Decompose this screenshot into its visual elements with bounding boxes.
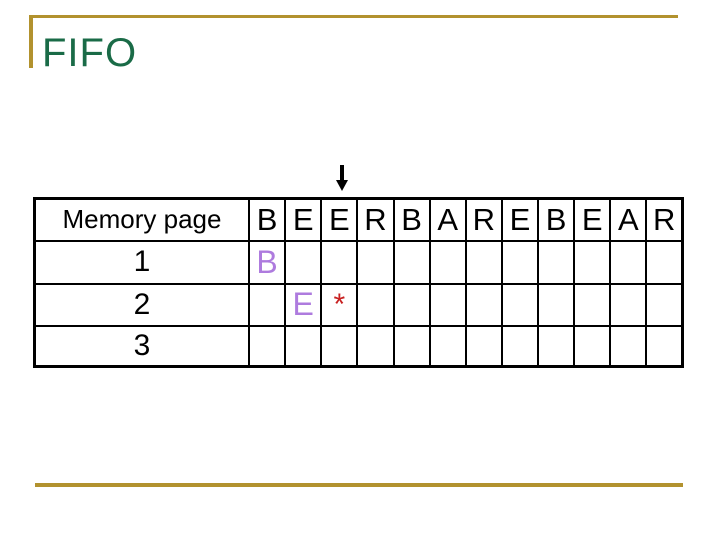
memory-cell: E <box>284 282 323 328</box>
memory-cell <box>573 325 612 368</box>
memory-cell <box>428 239 467 285</box>
reference-cell: R <box>645 197 684 242</box>
memory-cell <box>645 325 684 368</box>
reference-cell: A <box>428 197 467 242</box>
table-corner-label: Memory page <box>33 197 250 242</box>
reference-cell: E <box>320 197 359 242</box>
memory-cell <box>247 325 287 368</box>
memory-cell <box>392 282 431 328</box>
memory-cell <box>284 239 323 285</box>
memory-cell <box>609 282 648 328</box>
memory-cell <box>536 282 576 328</box>
memory-cell <box>428 282 467 328</box>
reference-cell: R <box>356 197 395 242</box>
memory-cell <box>464 239 503 285</box>
footer-accent-line <box>35 483 683 487</box>
memory-cell <box>284 325 323 368</box>
memory-cell <box>320 325 359 368</box>
fifo-table: Memory page B E E R B A R E B E A R 1 B <box>33 197 684 368</box>
table-row-frame-1: 1 B <box>33 239 684 285</box>
memory-cell <box>356 325 395 368</box>
memory-cell <box>392 239 431 285</box>
memory-cell <box>464 325 503 368</box>
memory-cell <box>356 239 395 285</box>
row-label: 1 <box>33 239 250 285</box>
memory-cell <box>536 325 576 368</box>
reference-cell: E <box>284 197 323 242</box>
memory-cell <box>645 239 684 285</box>
table-header-row: Memory page B E E R B A R E B E A R <box>33 197 684 242</box>
reference-cell: E <box>500 197 540 242</box>
reference-cell: B <box>392 197 431 242</box>
memory-cell <box>609 239 648 285</box>
row-label: 2 <box>33 282 250 328</box>
memory-cell <box>645 282 684 328</box>
top-accent-line <box>30 15 678 18</box>
memory-cell <box>609 325 648 368</box>
memory-cell <box>464 282 503 328</box>
memory-cell <box>500 239 540 285</box>
reference-cell: B <box>536 197 576 242</box>
page-title: FIFO <box>42 31 138 75</box>
memory-cell <box>573 282 612 328</box>
reference-cell: A <box>609 197 648 242</box>
memory-cell <box>356 282 395 328</box>
memory-cell <box>320 239 359 285</box>
left-accent-line <box>29 15 33 68</box>
row-label: 3 <box>33 325 250 368</box>
reference-cell: B <box>247 197 287 242</box>
memory-cell <box>428 325 467 368</box>
reference-cell: R <box>464 197 503 242</box>
memory-cell <box>500 325 540 368</box>
table-row-frame-3: 3 <box>33 325 684 368</box>
memory-cell <box>536 239 576 285</box>
memory-cell <box>500 282 540 328</box>
memory-cell: B <box>247 239 287 285</box>
table-row-frame-2: 2 E * <box>33 282 684 328</box>
hit-marker-cell: * <box>320 282 359 328</box>
down-arrow-icon <box>336 165 348 191</box>
reference-cell: E <box>573 197 612 242</box>
memory-cell <box>392 325 431 368</box>
memory-cell <box>247 282 287 328</box>
memory-cell <box>573 239 612 285</box>
